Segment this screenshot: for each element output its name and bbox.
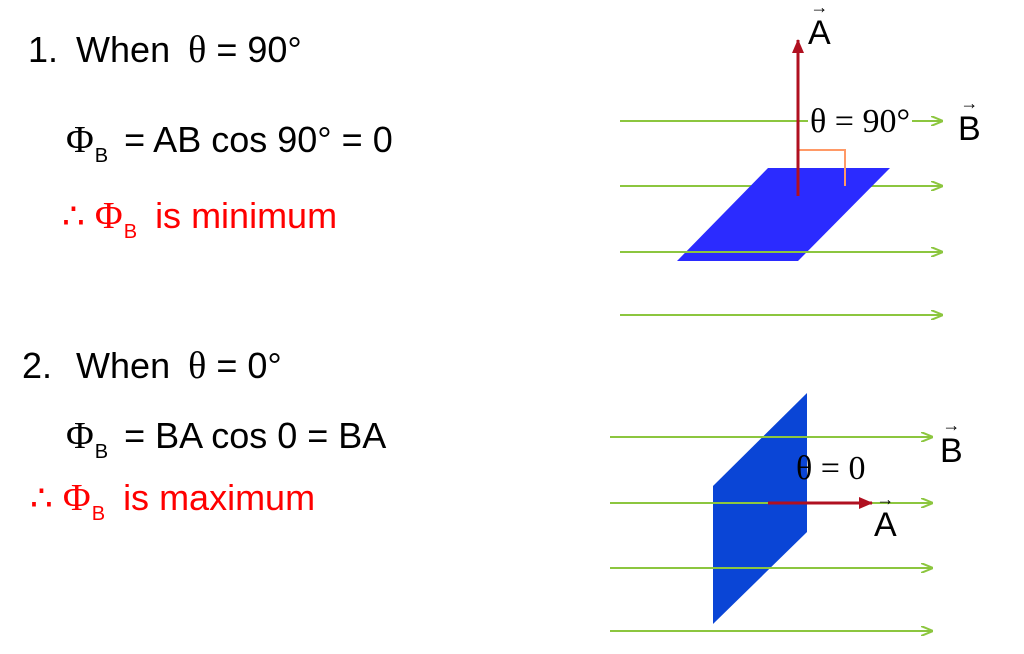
case1-therefore-symbol: ∴ [62, 195, 85, 236]
diagram1-vector-b-text: B [958, 110, 981, 148]
diagram1-plate [677, 168, 890, 261]
case2-when-text: When [76, 345, 171, 386]
diagram2-vector-b-label: → B [940, 416, 963, 471]
case1-angle: 90° [247, 29, 302, 70]
case1-theta: θ [188, 29, 207, 71]
case2-eq: = [216, 345, 238, 386]
diagram2-angle-label: θ = 0 [796, 450, 865, 488]
case1-flux-symbol: Φ [66, 119, 94, 161]
diagram2-vector-b-text: B [940, 432, 963, 470]
case2-flux-subscript: B [94, 441, 109, 463]
case2-theta: θ [188, 345, 207, 387]
case1-result-text: is minimum [155, 195, 338, 236]
case2-therefore-symbol: ∴ [30, 477, 53, 518]
case1-flux-equation: = AB cos 90° = 0 [124, 119, 393, 160]
case1-heading: 1. When θ = 90° [28, 29, 302, 71]
diagram2-angle-text: θ = 0 [796, 450, 866, 487]
diagram1-vector-a-text: A [808, 14, 831, 52]
diagram1 [620, 39, 942, 315]
diagram2-vector-a-label: → A [874, 490, 897, 545]
case2-result-flux-symbol: Φ [62, 477, 91, 519]
case1-flux-subscript: B [94, 145, 109, 167]
case1-when-text: When [76, 29, 171, 70]
case1-flux-equation-line: ΦB = AB cos 90° = 0 [66, 119, 393, 168]
case2-flux-symbol: Φ [66, 415, 94, 457]
case2-flux-equation-line: ΦB = BA cos 0 = BA [66, 415, 387, 464]
case2-heading: 2. When θ = 0° [22, 345, 282, 387]
diagram1-vector-a-arrow: → [810, 0, 829, 17]
case1-result-flux-symbol: Φ [94, 195, 123, 237]
case1-number: 1. [28, 29, 59, 70]
case2-result-line: ∴ ΦB is maximum [30, 477, 316, 526]
diagram2 [610, 393, 932, 631]
case1-result-flux-subscript: B [123, 221, 138, 243]
case2-result-flux-subscript: B [91, 503, 106, 525]
diagram1-angle-text: θ = 90° [810, 103, 911, 140]
diagram2-vector-a-arrow: → [876, 489, 895, 509]
diagram1-angle-label: θ = 90° [808, 103, 913, 141]
diagram2-vector-a-text: A [874, 506, 897, 544]
diagram1-vector-b-arrow: → [960, 93, 979, 113]
case2-flux-equation: = BA cos 0 = BA [124, 415, 387, 456]
case2-result-text: is maximum [123, 477, 316, 518]
diagram2-vector-b-arrow: → [942, 415, 961, 435]
case2-angle: 0° [247, 345, 282, 386]
case1-result-line: ∴ ΦB is minimum [62, 195, 338, 244]
diagram1-vector-b-label: → B [958, 94, 981, 149]
diagram1-vector-a-label: → A [808, 0, 831, 53]
case2-number: 2. [22, 345, 53, 386]
diagram2-plate [713, 393, 807, 624]
case1-eq: = [216, 29, 238, 70]
diagram1-right-angle-mark [798, 149, 846, 186]
